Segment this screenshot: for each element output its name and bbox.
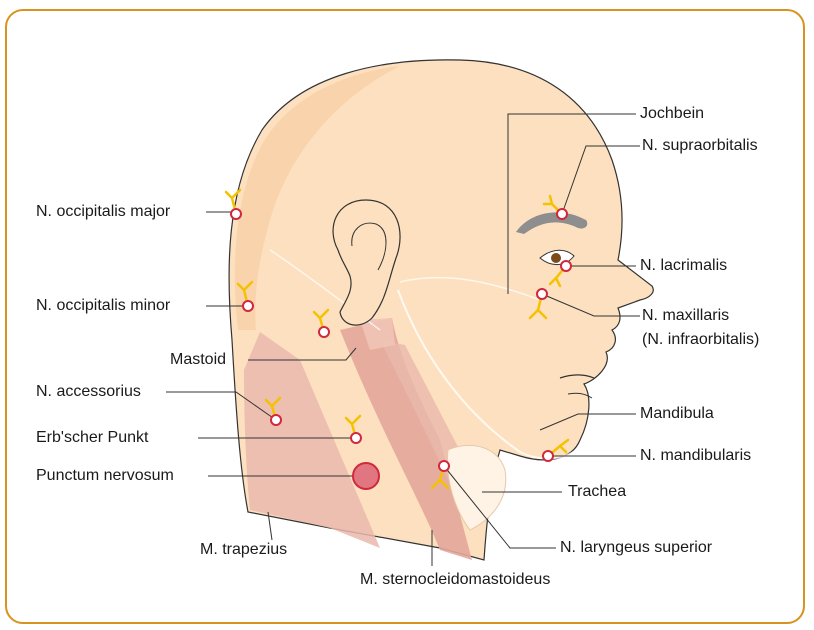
- point-laryngeus: [439, 461, 449, 471]
- label-occipitalis-minor: N. occipitalis minor: [36, 296, 170, 316]
- label-laryngeus: N. laryngeus superior: [560, 538, 712, 558]
- label-jochbein: Jochbein: [640, 104, 704, 124]
- label-mastoid: Mastoid: [170, 350, 226, 370]
- point-lacrimalis: [561, 261, 571, 271]
- point-occ-minor: [243, 301, 253, 311]
- point-mastoid: [319, 327, 329, 337]
- point-erb: [351, 433, 361, 443]
- point-maxillaris: [537, 289, 547, 299]
- punctum-nervosum-marker: [353, 463, 379, 489]
- label-supraorbitalis: N. supraorbitalis: [642, 136, 758, 156]
- label-erb: Erb'scher Punkt: [36, 428, 148, 448]
- label-maxillaris-2: (N. infraorbitalis): [642, 330, 759, 350]
- label-maxillaris-1: N. maxillaris: [642, 306, 729, 326]
- label-lacrimalis: N. lacrimalis: [640, 256, 727, 276]
- label-trapezius: M. trapezius: [200, 540, 287, 560]
- point-accessorius: [271, 415, 281, 425]
- label-occipitalis-major: N. occipitalis major: [36, 202, 170, 222]
- point-mandibularis: [543, 451, 553, 461]
- label-mandibularis: N. mandibularis: [640, 446, 751, 466]
- label-trachea: Trachea: [568, 482, 626, 502]
- point-supraorbitalis: [557, 209, 567, 219]
- label-accessorius: N. accessorius: [36, 382, 141, 402]
- point-occ-major: [231, 209, 241, 219]
- label-mandibula: Mandibula: [640, 404, 714, 424]
- label-sternocleido: M. sternocleidomastoideus: [360, 570, 550, 590]
- eye-iris: [551, 253, 561, 263]
- label-punctum: Punctum nervosum: [36, 466, 174, 486]
